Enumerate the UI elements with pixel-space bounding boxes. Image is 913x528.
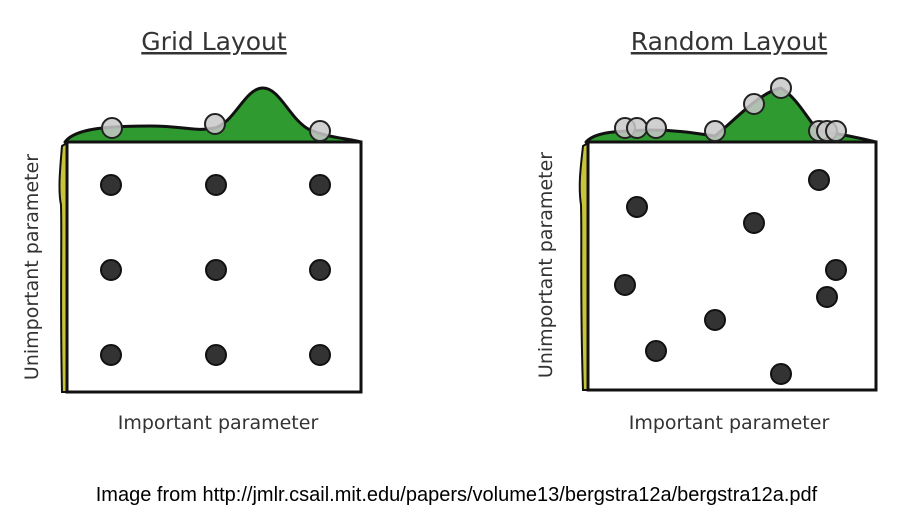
sample-point: [205, 259, 227, 281]
sample-point: [100, 344, 122, 366]
sample-point: [808, 169, 830, 191]
sample-point: [100, 259, 122, 281]
grid-points: [100, 174, 331, 366]
projection-point: [101, 117, 123, 139]
sample-point: [100, 174, 122, 196]
random-title: Random Layout: [631, 27, 828, 56]
projection-point: [626, 117, 648, 139]
sample-point: [614, 274, 636, 296]
projection-point: [645, 117, 667, 139]
sample-point: [645, 340, 667, 362]
projection-point: [309, 120, 331, 142]
sample-point: [825, 259, 847, 281]
grid-xlabel: Important parameter: [118, 412, 319, 434]
random-ylabel: Unimportant parameter: [535, 152, 557, 378]
sample-point: [626, 196, 648, 218]
sample-point: [743, 212, 765, 234]
sample-point: [205, 344, 227, 366]
sample-point: [309, 344, 331, 366]
random-projections: [614, 77, 847, 142]
grid-title: Grid Layout: [141, 27, 287, 56]
sample-point: [770, 363, 792, 385]
unimportant-density-curve: [58, 141, 68, 393]
grid-ylabel: Unimportant parameter: [21, 154, 43, 380]
projection-point: [743, 93, 765, 115]
unimportant-density-curve: [578, 141, 589, 391]
sample-point: [816, 286, 838, 308]
projection-point: [204, 113, 226, 135]
projection-point: [825, 120, 847, 142]
projection-point: [770, 77, 792, 99]
sample-point: [704, 309, 726, 331]
projection-point: [704, 120, 726, 142]
grid-projections: [101, 113, 331, 142]
random-xlabel: Important parameter: [629, 412, 830, 434]
random-points: [614, 169, 847, 385]
image-caption: Image from http://jmlr.csail.mit.edu/pap…: [95, 484, 818, 506]
random-layout-panel: Random Layout Important parameter: [535, 27, 878, 434]
grid-layout-panel: Grid Layout Important parameter Unimport…: [21, 27, 363, 434]
sample-point: [309, 259, 331, 281]
sample-point: [205, 174, 227, 196]
sample-point: [309, 174, 331, 196]
